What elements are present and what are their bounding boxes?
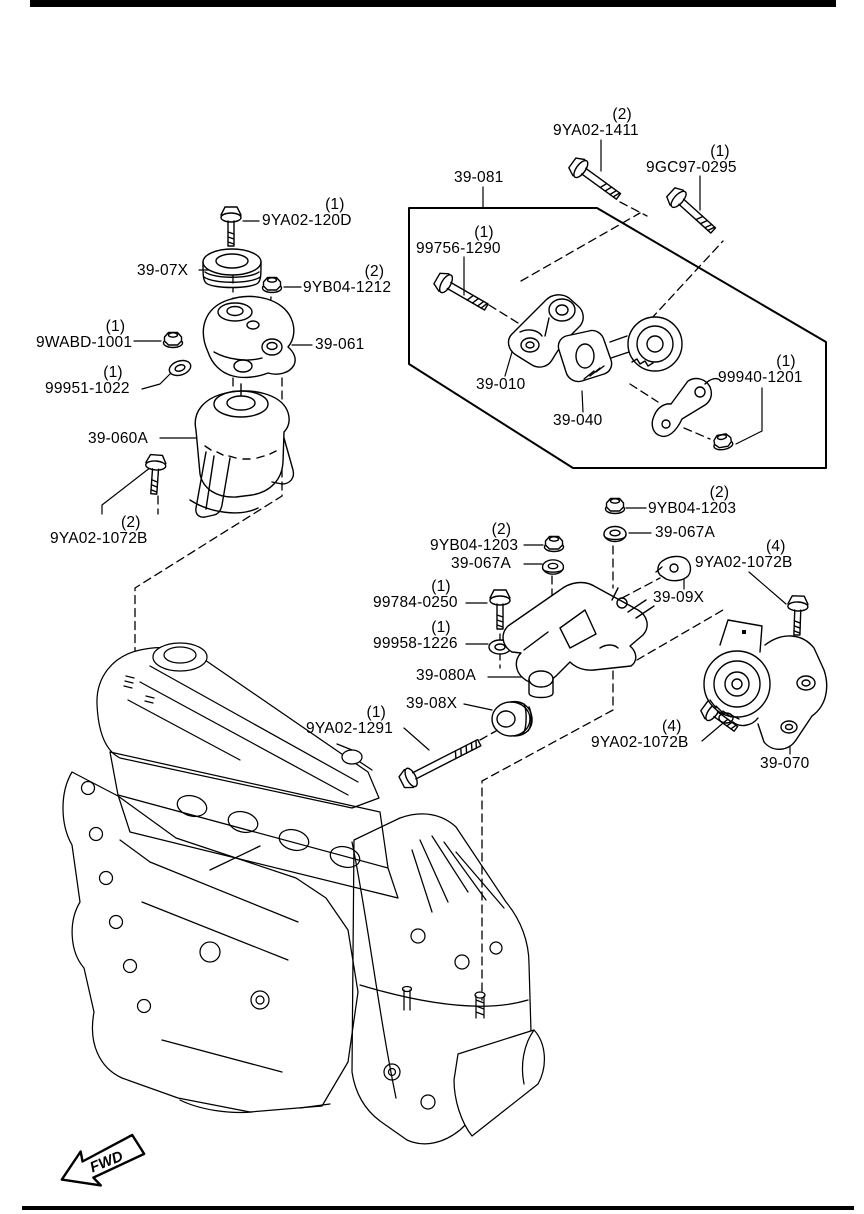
- part-39-040-drawing: [557, 316, 683, 383]
- part-39-08X-drawing: [491, 700, 533, 737]
- part-39-09X-drawing: [655, 555, 692, 582]
- part-39-060A-drawing: [189, 383, 295, 518]
- detail-box-39-081: [408, 207, 827, 469]
- nut-9YB04-1212-icon: [261, 276, 283, 294]
- part-99940-1201-drawing: [651, 377, 721, 438]
- damper-39-067A-left-icon: [541, 559, 565, 575]
- bolt-99756-1290-icon: [431, 269, 493, 317]
- bolt-9GC97-0295-icon: [663, 184, 721, 239]
- engine-transmission-drawing: [62, 642, 545, 1145]
- bolt-9YA02-1291-icon: [398, 738, 482, 789]
- part-39-07X-drawing: [202, 248, 262, 289]
- bolt-9YA02-1072B-right-icon: [786, 594, 809, 637]
- nut-9YB04-1203-top-icon: [604, 497, 626, 515]
- bolt-9YA02-1072B-left-icon: [143, 453, 168, 496]
- washer-99951-1022-icon: [166, 357, 194, 379]
- damper-39-067A-top-icon: [603, 525, 627, 543]
- top-rule-bar: [30, 0, 836, 7]
- part-39-061-drawing: [202, 295, 296, 379]
- nut-9WABD-1001-icon: [162, 331, 184, 349]
- leader-lines: [101, 139, 791, 755]
- bottom-rule-bar: [22, 1206, 854, 1210]
- nut-9YB04-1203-left-icon: [543, 535, 565, 553]
- fwd-arrow: FWD: [60, 1133, 146, 1187]
- part-39-080A-drawing: [502, 581, 655, 699]
- bolt-99784-0250-icon: [489, 589, 511, 630]
- nut-99940-1201-icon: [711, 432, 735, 452]
- bolt-9YA02-120D-icon: [220, 206, 242, 247]
- part-39-070-drawing: [703, 619, 828, 750]
- bolt-9YA02-1411-icon: [565, 154, 626, 206]
